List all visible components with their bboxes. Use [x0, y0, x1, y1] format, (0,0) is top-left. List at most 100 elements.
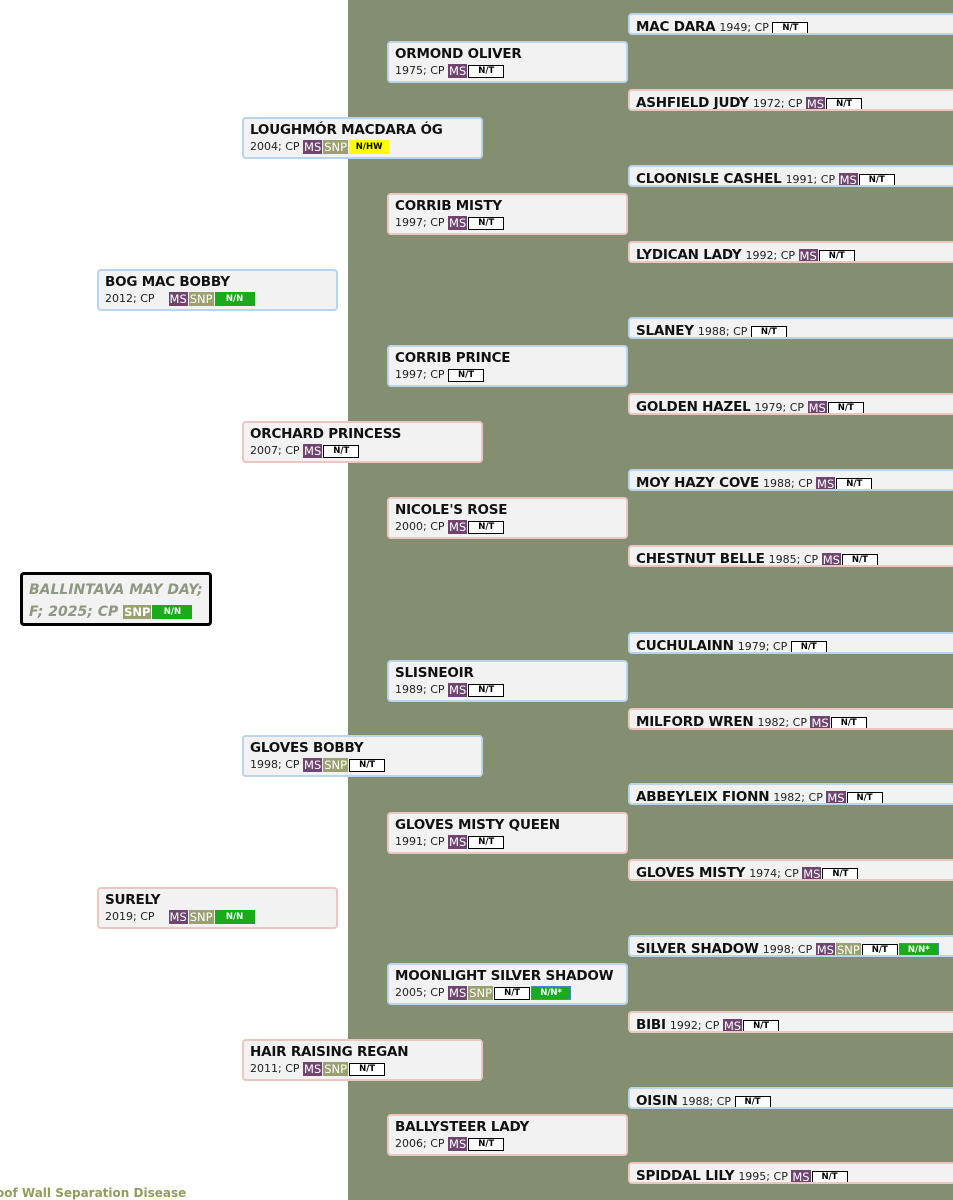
ms-badge: MS [798, 249, 818, 263]
nt-badge: N/T [468, 835, 505, 849]
horse-name: OISIN [636, 1093, 678, 1109]
subject-line-1: BALLINTAVA MAY DAY; [29, 582, 203, 598]
nn-badge: N/N [152, 605, 193, 619]
horse-name: ASHFIELD JUDY [636, 95, 749, 111]
ms-badge: MS [448, 683, 468, 697]
horse-meta: 2005; CP [395, 986, 445, 999]
horse-meta: 1998; CP [762, 943, 813, 956]
nt-badge: N/T [494, 986, 531, 1000]
horse-meta: 1995; CP [738, 1170, 788, 1183]
nt-badge: N/T [827, 401, 864, 413]
horse-name: CUCHULAINN [636, 638, 734, 654]
nt-badge: N/T [468, 520, 505, 534]
horse-name: GLOVES BOBBY [250, 740, 364, 756]
horse-meta: 1979; CP [737, 640, 788, 653]
nt-badge: N/T [858, 173, 895, 185]
horse-meta: 2004; CP [250, 140, 300, 153]
horse-meta: 1972; CP [752, 97, 803, 110]
ms-badge: MS [810, 716, 830, 730]
snp-badge: SNP [323, 758, 349, 772]
footer-legend-link[interactable]: oof Wall Separation Disease [0, 1186, 187, 1200]
horse-meta: 1998; CP [250, 758, 300, 771]
ms-badge: MS [807, 401, 827, 415]
ms-badge: MS [448, 1137, 468, 1151]
horse-name: GOLDEN HAZEL [636, 399, 751, 415]
ms-badge: MS [821, 553, 841, 567]
ms-badge: MS [448, 986, 468, 1000]
horse-meta: 1979; CP [754, 401, 805, 414]
nt-badge: N/T [743, 1019, 780, 1031]
horse-name: MOY HAZY COVE [636, 475, 760, 491]
nt-badge: N/T [349, 1062, 386, 1076]
horse-name: BALLYSTEER LADY [395, 1119, 530, 1135]
nt-badge: N/T [841, 553, 878, 565]
horse-name: SLISNEOIR [395, 665, 474, 681]
ms-badge: MS [722, 1019, 743, 1033]
ms-badge: MS [448, 835, 468, 849]
ms-badge: MS [838, 173, 858, 187]
gen3-sire-box[interactable]: CORRIB PRINCE 1997; CP N/T [387, 345, 628, 387]
horse-meta: 2011; CP [250, 1062, 300, 1075]
horse-meta: 2012; CP [105, 292, 155, 305]
ms-badge: MS [448, 64, 468, 78]
horse-meta: 2019; CP [105, 910, 155, 923]
nt-badge: N/T [349, 758, 386, 772]
nt-badge: N/T [846, 791, 883, 803]
ms-badge: MS [802, 867, 822, 881]
horse-name: LYDICAN LADY [636, 247, 742, 263]
horse-name: BIBI [636, 1017, 666, 1033]
nt-badge: N/T [468, 216, 505, 230]
horse-meta: 1982; CP [773, 791, 823, 804]
ms-badge: MS [815, 943, 835, 957]
subject-line-2: F; 2025; CP [29, 604, 119, 620]
horse-name: SPIDDAL LILY [636, 1168, 735, 1184]
horse-meta: 1997; CP [395, 216, 445, 229]
horse-name: HAIR RAISING REGAN [250, 1044, 409, 1060]
ms-badge: MS [805, 97, 826, 111]
nt-badge: N/T [836, 477, 873, 489]
snp-badge: SNP [123, 605, 152, 619]
horse-meta: 1988; CP [763, 477, 813, 490]
horse-name: NICOLE'S ROSE [395, 502, 508, 518]
nn-badge: N/N [214, 292, 255, 306]
nt-badge: N/T [811, 1170, 848, 1182]
nt-badge: N/T [448, 368, 485, 382]
horse-name: CORRIB MISTY [395, 198, 502, 214]
ms-badge: MS [303, 444, 323, 458]
horse-meta: 1991; CP [395, 835, 445, 848]
nt-badge: N/T [772, 21, 809, 33]
horse-name: MILFORD WREN [636, 714, 754, 730]
horse-name: ABBEYLEIX FIONN [636, 789, 770, 805]
nt-badge: N/T [790, 640, 827, 652]
